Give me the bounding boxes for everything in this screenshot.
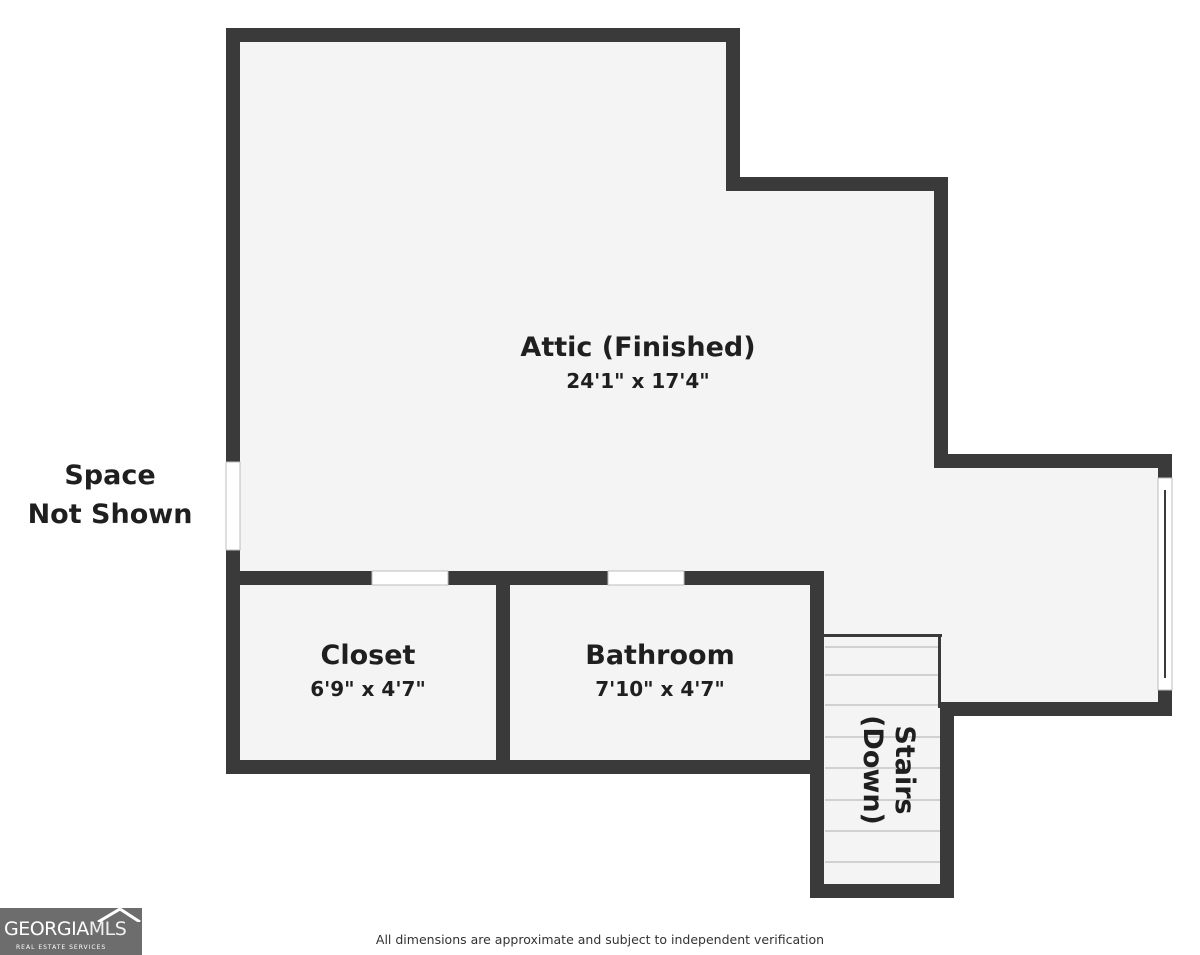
bathroom-floor <box>502 578 818 766</box>
space-not-shown-line2: Not Shown <box>28 499 193 530</box>
closet-dims-label: 6'9" x 4'7" <box>310 677 426 701</box>
stairs-label-line1: Stairs <box>889 725 920 814</box>
bathroom-dims-label: 7'10" x 4'7" <box>595 677 725 701</box>
logo-word-b: MLS <box>88 918 127 940</box>
logo-subtitle: REAL ESTATE SERVICES <box>16 944 107 951</box>
stair-treads <box>825 646 940 863</box>
stairs-floor <box>818 636 944 890</box>
space-not-shown-line1: Space <box>64 460 155 491</box>
georgia-mls-logo: GEORGIAMLS REAL ESTATE SERVICES <box>0 908 142 955</box>
openings <box>225 461 1173 691</box>
logo-word-a: GEORGIA <box>4 918 89 940</box>
attic-floor <box>236 38 1165 708</box>
disclaimer-text: All dimensions are approximate and subje… <box>375 932 825 947</box>
bathroom-name-label: Bathroom <box>585 640 734 671</box>
stairs-label: Stairs (Down) <box>857 715 920 825</box>
attic-dims-label: 24'1" x 17'4" <box>566 369 709 393</box>
logo-wordmark: GEORGIAMLS <box>4 918 127 940</box>
attic-name-label: Attic (Finished) <box>520 332 755 363</box>
closet-door <box>371 570 449 586</box>
bathroom-door <box>607 570 685 586</box>
stairs-label-line2: (Down) <box>857 715 888 825</box>
roof-icon <box>97 908 141 922</box>
left-wall-opening <box>225 461 241 551</box>
closet-floor <box>236 578 502 766</box>
closet-name-label: Closet <box>321 640 416 671</box>
